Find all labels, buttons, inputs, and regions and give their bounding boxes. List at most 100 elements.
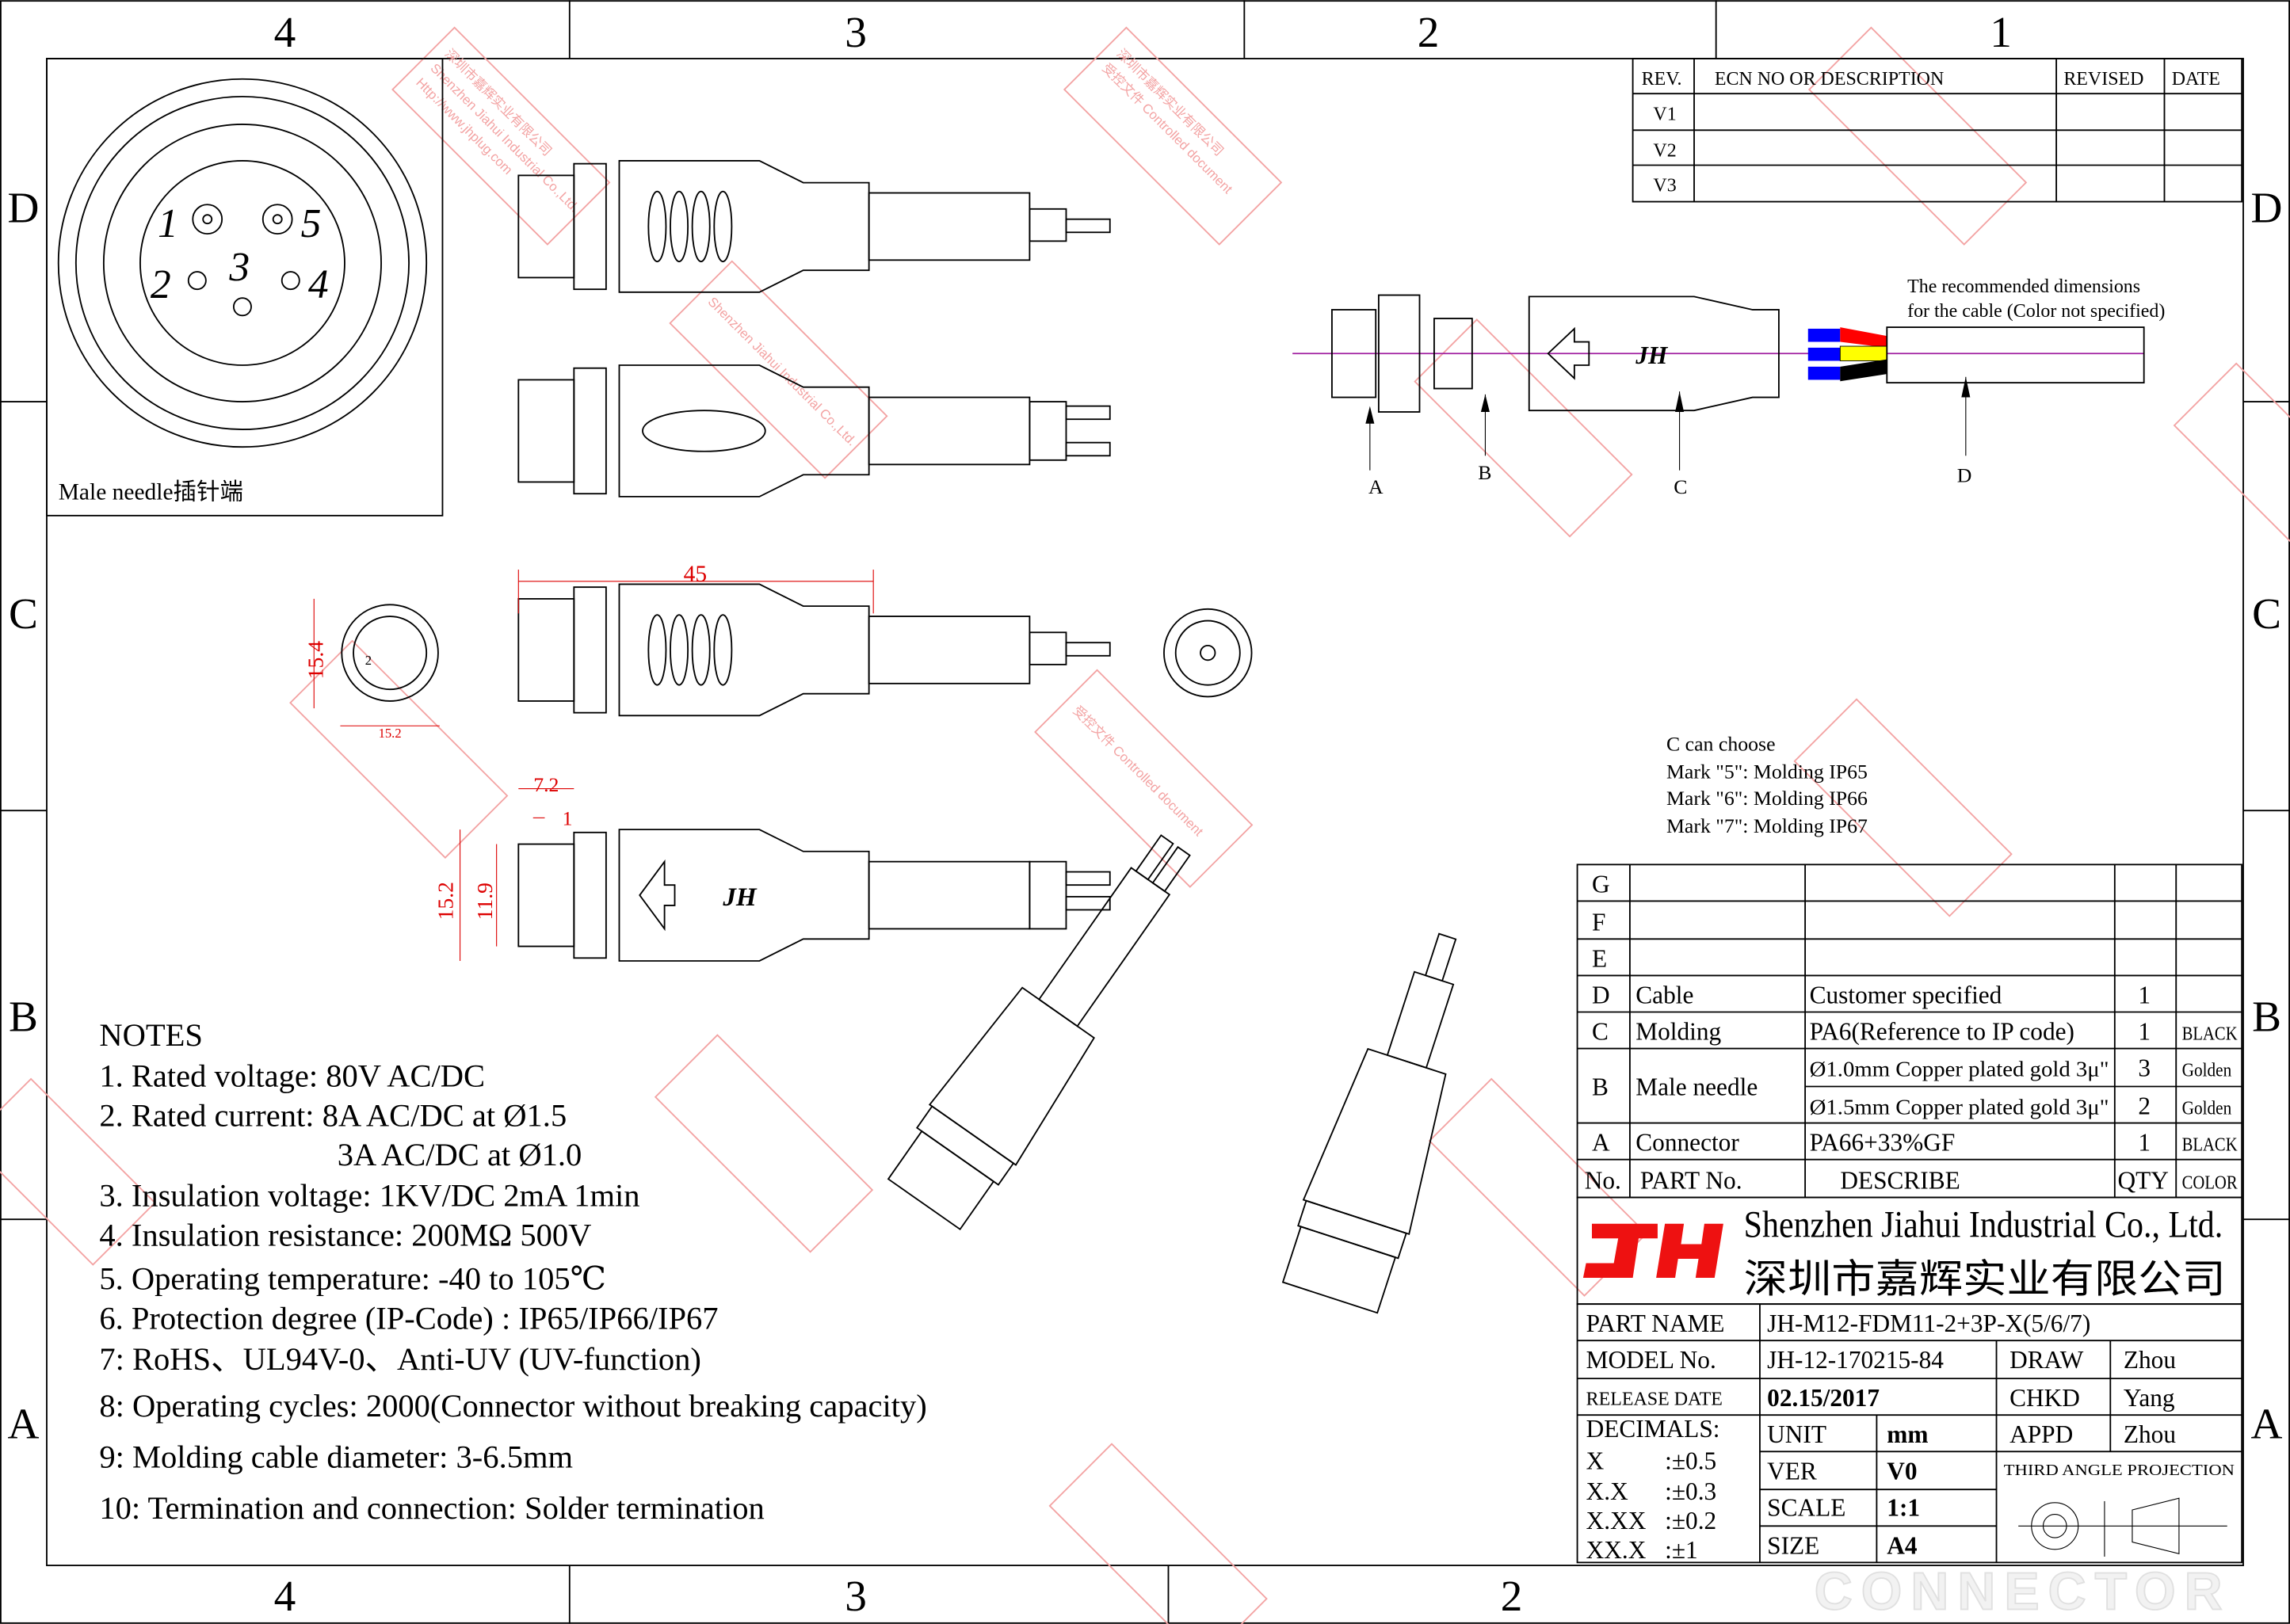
tolerance-key: X.X — [1586, 1477, 1628, 1505]
note-item: 10: Termination and connection: Solder t… — [99, 1490, 765, 1526]
dimension-face-width: 15.2 — [379, 726, 402, 741]
watermark-text: 受控文件 Controlled document — [1070, 703, 1206, 839]
connector-side-view-rotated — [517, 364, 1111, 497]
bom-qty: 1 — [2138, 1129, 2151, 1157]
note-item: 6. Protection degree (IP-Code) : IP65/IP… — [99, 1300, 718, 1336]
zone-row-d-right: D — [2251, 183, 2283, 231]
bom-table: G F E D Cable Customer specified 1 C Mol… — [1576, 863, 2243, 1199]
callout-c: C — [1674, 475, 1687, 498]
revised-header: REVISED — [2063, 69, 2143, 90]
pin-label-5: 5 — [301, 201, 322, 246]
wire-red — [1840, 327, 1887, 348]
notes: NOTES 1. Rated voltage: 80V AC/DC 2. Rat… — [99, 1017, 926, 1526]
zone-row-c: C — [9, 589, 38, 638]
zone-row-c-right: C — [2252, 589, 2281, 638]
size-value: A4 — [1887, 1531, 1918, 1559]
bom-row-no: C — [1592, 1018, 1609, 1046]
release-date-value: 02.15/2017 — [1767, 1384, 1880, 1412]
zone-col-2: 2 — [1418, 8, 1440, 56]
callout-a: A — [1368, 475, 1384, 498]
unit-value: mm — [1887, 1420, 1928, 1448]
size-label: SIZE — [1767, 1531, 1819, 1559]
bom-part: Male needle — [1635, 1073, 1758, 1101]
pin-label-1: 1 — [158, 201, 178, 246]
note-item: 3A AC/DC at Ø1.0 — [338, 1137, 582, 1172]
pin-label-2: 2 — [151, 262, 171, 307]
company-name-en: Shenzhen Jiahui Industrial Co., Ltd. — [1744, 1203, 2223, 1245]
model-label: MODEL No. — [1586, 1346, 1716, 1374]
note-item: 2. Rated current: 8A AC/DC at Ø1.5 — [99, 1097, 567, 1133]
wire-yellow — [1839, 345, 1887, 361]
pin-label-4: 4 — [308, 262, 329, 307]
bom-header-part: PART No. — [1640, 1167, 1742, 1195]
bom-header-color: COLOR — [2182, 1173, 2238, 1194]
molding-option: Mark "5": Molding IP65 — [1666, 761, 1868, 783]
wire-blue — [1807, 347, 1841, 361]
chkd-label: CHKD — [2009, 1384, 2080, 1412]
zone-row-b: B — [9, 992, 38, 1040]
bom-color: Golden — [2182, 1099, 2232, 1119]
draw-label: DRAW — [2009, 1346, 2084, 1374]
dimension-outer-dia: 15.2 — [433, 882, 457, 920]
ecn-header: ECN NO OR DESCRIPTION — [1715, 69, 1944, 90]
bom-row-no: A — [1592, 1129, 1610, 1157]
wire-blue — [1807, 328, 1841, 342]
company-name-cn: 深圳市嘉辉实业有限公司 — [1744, 1257, 2226, 1301]
bom-header-no: No. — [1585, 1167, 1621, 1195]
bom-row-no: B — [1592, 1073, 1609, 1101]
molding-option: Mark "7": Molding IP67 — [1666, 814, 1868, 837]
zone-col-4-bottom: 4 — [274, 1572, 296, 1620]
callout-d: D — [1957, 463, 1972, 486]
rev-row: V2 — [1653, 140, 1676, 161]
zone-row-a: A — [8, 1400, 40, 1448]
rev-row: V3 — [1653, 176, 1676, 196]
zone-labels: 4 3 2 1 4 3 2 D C B A D C B A — [8, 8, 2283, 1620]
rev-header: REV. — [1642, 69, 1682, 90]
tolerance-value: :±0.3 — [1665, 1477, 1716, 1505]
bom-qty: 1 — [2138, 981, 2151, 1008]
bom-row-no: G — [1592, 870, 1610, 898]
bom-color: BLACK — [2182, 1024, 2238, 1045]
bom-describe: Ø1.0mm Copper plated gold 3μ" — [1810, 1057, 2109, 1081]
face-view-label: Male needle插针端 — [59, 479, 243, 505]
connector-side-view — [517, 160, 1111, 293]
note-item: 7: RoHS、UL94V-0、Anti-UV (UV-function) — [99, 1341, 701, 1377]
bom-part: Cable — [1635, 981, 1693, 1008]
company-block: Shenzhen Jiahui Industrial Co., Ltd. 深圳市… — [1576, 1196, 2243, 1306]
zone-col-2-bottom: 2 — [1501, 1572, 1523, 1620]
dimension-length: 45 — [684, 562, 707, 587]
bom-qty: 2 — [2138, 1092, 2151, 1120]
part-name-label: PART NAME — [1586, 1309, 1725, 1337]
note-item: 4. Insulation resistance: 200MΩ 500V — [99, 1217, 591, 1252]
zone-col-3-bottom: 3 — [845, 1572, 867, 1620]
scale-value: 1:1 — [1887, 1493, 1920, 1521]
bom-color: Golden — [2182, 1061, 2232, 1081]
cable-note-line2: for the cable (Color not specified) — [1907, 301, 2165, 322]
bom-qty: 1 — [2138, 1018, 2151, 1046]
zone-row-d: D — [8, 183, 40, 231]
pin-label-3: 3 — [228, 245, 250, 290]
ver-label: VER — [1767, 1457, 1817, 1485]
chkd-value: Yang — [2124, 1384, 2175, 1412]
zone-col-1: 1 — [1990, 8, 2012, 56]
dimension-thread-length: 7.2 — [533, 773, 559, 796]
date-header: DATE — [2172, 69, 2220, 90]
watermark-text: Shenzhen Jiahui Industrial Co.,Ltd. — [705, 294, 860, 448]
connector-thread-view: JH 7.2 1 15.2 11.9 — [433, 773, 1111, 962]
zone-col-4: 4 — [274, 8, 296, 56]
tolerance-value: :±1 — [1665, 1536, 1698, 1564]
bom-qty: 3 — [2138, 1054, 2151, 1082]
bom-color: BLACK — [2182, 1135, 2238, 1156]
callout-b: B — [1478, 461, 1491, 484]
isometric-view-1 — [887, 834, 1191, 1231]
note-item: 1. Rated voltage: 80V AC/DC — [99, 1058, 485, 1094]
zone-col-3: 3 — [845, 8, 867, 56]
bom-part: Molding — [1635, 1018, 1721, 1046]
molding-logo: JH — [722, 883, 758, 912]
notes-title: NOTES — [99, 1017, 203, 1053]
bom-describe: Customer specified — [1810, 981, 2002, 1008]
note-item: 3. Insulation voltage: 1KV/DC 2mA 1min — [99, 1178, 639, 1214]
